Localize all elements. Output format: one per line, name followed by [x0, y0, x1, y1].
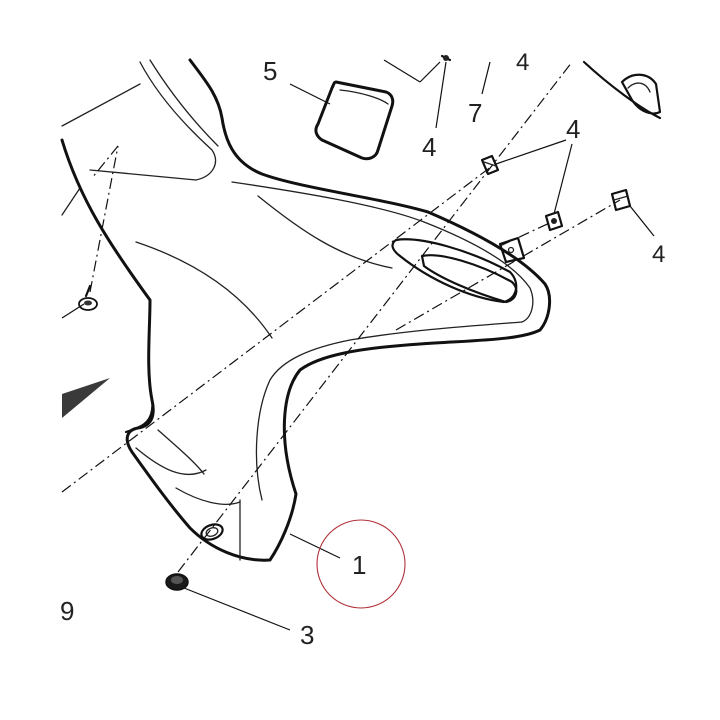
clip-nut-right	[610, 188, 632, 212]
callout-5: 5	[263, 56, 277, 86]
callout-3: 3	[300, 620, 314, 650]
callout-1: 1	[352, 550, 366, 580]
callout-1-highlight-circle	[316, 519, 406, 609]
callout-4-top: 4	[422, 132, 436, 162]
adjacent-part-top-right	[582, 60, 662, 120]
rubber-block-part-5	[314, 80, 395, 161]
mounting-hole	[200, 523, 224, 541]
callout-9: 9	[60, 596, 74, 626]
callout-7: 7	[468, 98, 482, 128]
assembly-axis-lines	[61, 61, 621, 573]
callout-4-middle: 4	[566, 114, 580, 144]
callout-4-right-edge: 4	[652, 241, 665, 268]
dark-wedge-shape	[62, 378, 110, 418]
clip-nut-upper	[480, 154, 500, 176]
screw-left	[78, 284, 98, 311]
leader-lines	[61, 59, 655, 631]
clip-nut-middle	[544, 210, 564, 232]
push-rivet-part-3	[165, 573, 189, 591]
fairing-panel	[60, 58, 552, 562]
screw-top	[440, 54, 452, 62]
callout-4-top-edge: 4	[516, 49, 529, 76]
